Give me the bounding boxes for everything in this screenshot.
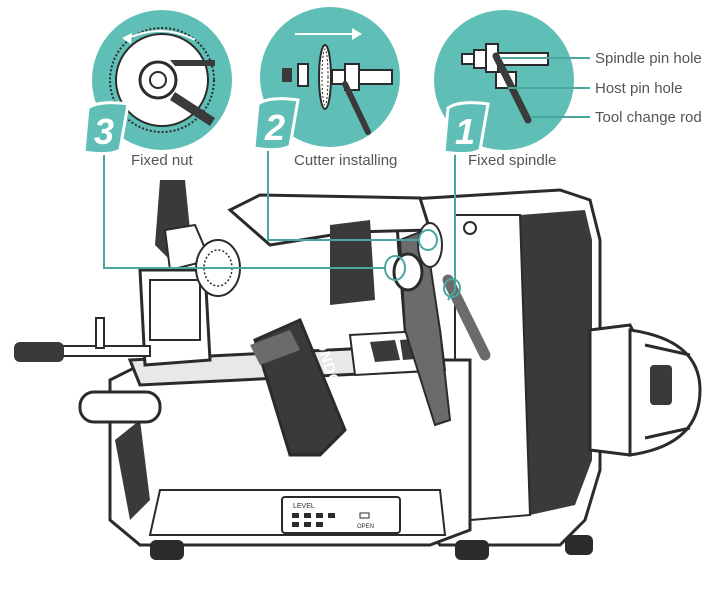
step-3-badge: 3 — [82, 101, 130, 156]
callout-line-2 — [267, 130, 420, 241]
cutter-icon — [318, 44, 332, 110]
wrench-icon — [170, 92, 215, 126]
step-1-badge: 1 — [442, 101, 490, 156]
step-1-caption: Fixed spindle — [468, 152, 557, 169]
label-tool-change-rod: Tool change rod — [595, 109, 702, 126]
step-1-number: 1 — [455, 111, 475, 152]
part-label-leaders — [500, 57, 590, 118]
label-spindle-pin-hole: Spindle pin hole — [595, 50, 702, 67]
callout-ring-cutter — [418, 229, 438, 251]
panel-title: LEVEL — [293, 503, 315, 510]
step-2-number: 2 — [264, 107, 285, 148]
step-3-number: 3 — [94, 111, 114, 152]
step-2-badge: 2 — [252, 97, 300, 152]
step-3-caption: Fixed nut — [131, 152, 193, 169]
callout-ring-nut — [384, 255, 406, 281]
callout-ring-spindle — [443, 278, 461, 298]
callout-line-3 — [103, 150, 385, 269]
key-cutting-machine: CONDOR LEVEL OPEN — [14, 180, 702, 560]
adjustment-knob — [588, 323, 702, 457]
label-host-pin-hole: Host pin hole — [595, 80, 683, 97]
step-2-caption: Cutter installing — [294, 152, 398, 169]
level-panel: LEVEL OPEN — [281, 496, 401, 534]
panel-open-label: OPEN — [357, 524, 374, 530]
callout-lines — [103, 115, 461, 301]
